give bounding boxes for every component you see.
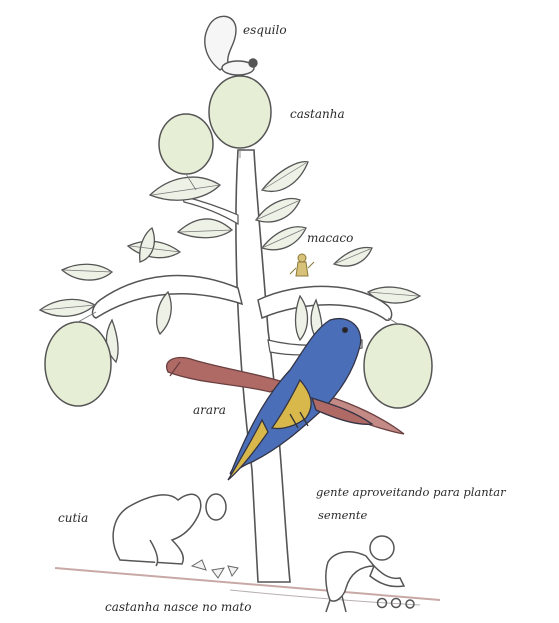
agouti-figure (113, 494, 226, 566)
fruit-right (364, 324, 432, 408)
leaf (150, 177, 220, 200)
label-squirrel: esquilo (243, 23, 287, 37)
label-macaw: arara (193, 403, 226, 417)
fruit-top (209, 76, 271, 148)
monkey-figure (290, 254, 314, 276)
label-nut: castanha (290, 107, 345, 121)
label-people-line1: gente aproveitando para plantar (316, 485, 507, 499)
fruit-upper-left (159, 114, 213, 174)
seed-fragments (192, 560, 238, 578)
leaf (178, 219, 232, 238)
label-monkey: macaco (307, 231, 353, 245)
label-ground: castanha nasce no mato (105, 600, 251, 614)
label-people-line2: semente (318, 508, 367, 522)
fruit-left (45, 322, 111, 406)
label-agouti: cutia (58, 511, 88, 525)
leaf (157, 292, 172, 334)
leaf (62, 264, 112, 280)
